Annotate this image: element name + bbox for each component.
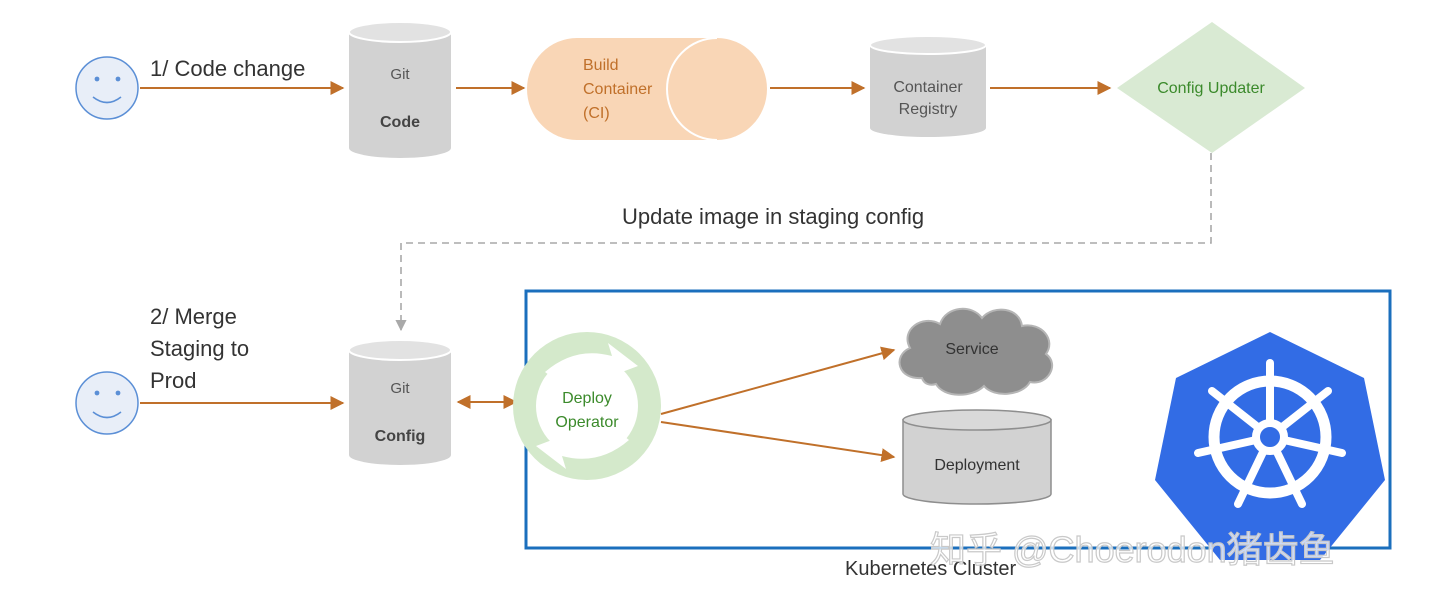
kubernetes-cluster-label: Kubernetes Cluster — [845, 558, 1017, 580]
git-code-top-label: Git — [390, 66, 410, 83]
deployment-cylinder: Deployment — [902, 409, 1052, 505]
merge-label-line2: Staging to — [150, 336, 249, 361]
arrow-operator-to-service — [660, 346, 896, 415]
developer-face-icon — [75, 56, 139, 120]
code-change-label: 1/ Code change — [150, 56, 305, 81]
approver-face-icon — [75, 371, 139, 435]
deployment-label: Deployment — [934, 457, 1020, 474]
deploy-operator-line2: Operator — [555, 414, 619, 431]
registry-label-line1: Container — [893, 79, 963, 96]
git-config-top-label: Git — [390, 380, 410, 397]
merge-label-line3: Prod — [150, 368, 196, 393]
build-label-line2: Container — [583, 81, 653, 98]
deploy-operator-circle: Deploy Operator — [513, 332, 661, 480]
arrow-operator-to-deployment — [660, 421, 896, 463]
config-updater-label: Config Updater — [1157, 80, 1265, 97]
refresh-arrow-bottom-icon — [536, 430, 629, 469]
build-label-line3: (CI) — [583, 105, 610, 122]
merge-label-line1: 2/ Merge — [150, 304, 237, 329]
config-updater-diamond: Config Updater — [1117, 22, 1305, 153]
kubernetes-logo-icon — [1155, 332, 1385, 560]
registry-label-line2: Registry — [899, 101, 958, 118]
service-label: Service — [945, 341, 998, 358]
dashed-update-line — [395, 153, 1212, 332]
git-config-bottom-label: Config — [375, 428, 426, 445]
build-container-shape: Build Container (CI) — [527, 37, 767, 141]
deploy-operator-line1: Deploy — [562, 390, 612, 407]
git-config-cylinder: Git Config — [348, 339, 452, 465]
git-code-bottom-label: Code — [380, 114, 420, 131]
service-cloud: Service — [898, 308, 1053, 396]
build-label-line1: Build — [583, 57, 619, 74]
update-image-label: Update image in staging config — [622, 204, 924, 229]
git-code-cylinder: Git Code — [348, 21, 452, 158]
refresh-arrow-top-icon — [545, 343, 638, 382]
watermark: 知乎 @Choerodon猪齿鱼 — [930, 529, 1335, 570]
container-registry-cylinder: Container Registry — [869, 35, 987, 137]
